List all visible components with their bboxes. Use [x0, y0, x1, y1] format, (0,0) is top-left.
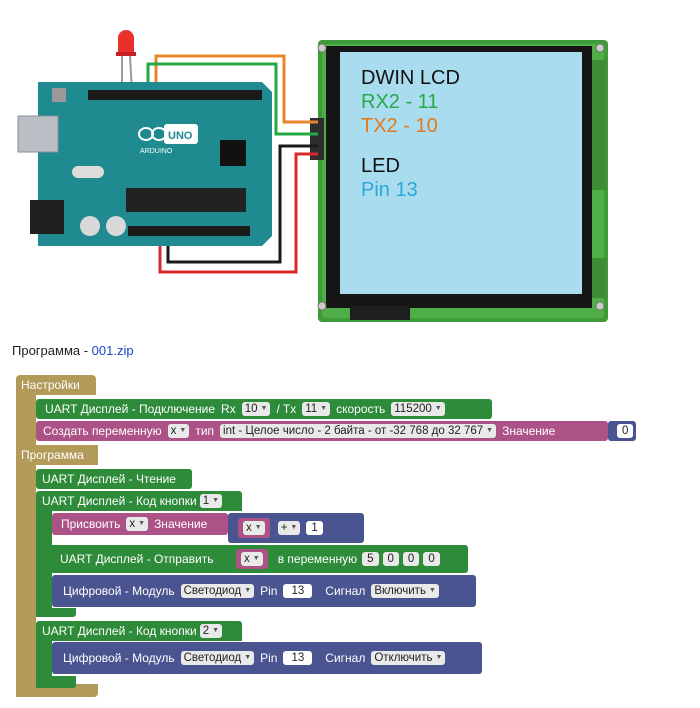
- key-code-footer-1: [36, 608, 76, 617]
- math-var-dropdown[interactable]: x▼: [243, 521, 265, 535]
- settings-block[interactable]: Настройки: [16, 375, 96, 395]
- create-variable-block[interactable]: Создать переменную x▼ тип int - Целое чи…: [36, 421, 608, 441]
- uart-connect-label: UART Дисплей - Подключение: [45, 402, 216, 416]
- send-var-block[interactable]: x▼: [236, 549, 268, 569]
- var-name-dropdown[interactable]: x▼: [167, 424, 190, 438]
- assign-var-dropdown[interactable]: x▼: [126, 517, 149, 531]
- wiring-diagram: ARDUINO UNO: [17, 30, 608, 322]
- digital-on-block[interactable]: Цифровой - Модуль Светодиод▼ Pin 13 Сигн…: [52, 575, 476, 607]
- program-file-link[interactable]: 001.zip: [91, 343, 134, 358]
- uart-send-label: UART Дисплей - Отправить: [60, 552, 214, 566]
- init-value-block[interactable]: 0: [608, 421, 636, 441]
- lcd-rx-label: RX2 - 11: [361, 91, 439, 113]
- math-op-dropdown[interactable]: +▼: [277, 521, 301, 535]
- key-code-spine-1: [36, 511, 52, 617]
- digital-off-pin-label: Pin: [260, 651, 278, 665]
- key-code-label-2: UART Дисплей - Код кнопки: [42, 624, 197, 638]
- digital-off-label: Цифровой - Модуль: [63, 651, 175, 665]
- wire-black: [166, 144, 318, 264]
- digital-on-pin-label: Pin: [260, 584, 278, 598]
- uart-send-block[interactable]: UART Дисплей - Отправить: [52, 545, 232, 573]
- math-var-block[interactable]: x▼: [238, 518, 270, 538]
- key-code-dropdown-1[interactable]: 1▼: [199, 494, 223, 508]
- rx-dropdown[interactable]: 10▼: [241, 402, 271, 416]
- type-label: тип: [195, 424, 215, 438]
- math-operand-input[interactable]: 1: [306, 521, 323, 535]
- digital-off-module-dropdown[interactable]: Светодиод▼: [180, 651, 255, 665]
- digital-on-signal-label: Сигнал: [325, 584, 366, 598]
- create-variable-label: Создать переменную: [43, 424, 162, 438]
- digital-on-module-dropdown[interactable]: Светодиод▼: [180, 584, 255, 598]
- lcd-screen: [340, 52, 582, 294]
- assign-value-label: Значение: [154, 517, 208, 531]
- lcd-title: DWIN LCD: [361, 67, 460, 89]
- assign-label: Присвоить: [61, 517, 121, 531]
- wire-red: [158, 152, 318, 274]
- uart-read-label: UART Дисплей - Чтение: [42, 472, 176, 486]
- key-code-dropdown-2[interactable]: 2▼: [199, 624, 223, 638]
- digital-off-pin-input[interactable]: 13: [283, 651, 313, 665]
- program-block[interactable]: Программа: [16, 445, 98, 465]
- lcd-led-label: LED: [361, 155, 400, 177]
- assign-block[interactable]: Присвоить x▼ Значение: [52, 513, 228, 535]
- key-code-block-1[interactable]: UART Дисплей - Код кнопки 1▼: [36, 491, 242, 511]
- uart-read-block[interactable]: UART Дисплей - Чтение: [36, 469, 192, 489]
- lcd-tx-label: TX2 - 10: [361, 115, 438, 137]
- lcd-pin-label: Pin 13: [361, 179, 418, 201]
- settings-label: Настройки: [21, 378, 80, 392]
- rx-label: Rx: [221, 402, 236, 416]
- tx-dropdown[interactable]: 11▼: [302, 402, 331, 416]
- digital-on-signal-dropdown[interactable]: Включить▼: [371, 584, 439, 598]
- send-var-dropdown[interactable]: x▼: [241, 552, 263, 566]
- board-model: UNO: [168, 130, 193, 142]
- key-code-block-2[interactable]: UART Дисплей - Код кнопки 2▼: [36, 621, 242, 641]
- arduino-logo-text: ARDUINO: [140, 148, 173, 155]
- addr-byte-1[interactable]: 5: [362, 552, 379, 566]
- program-label: Программа: [21, 448, 84, 462]
- uart-send-args: x▼ в переменную 5 0 0 0: [232, 545, 468, 573]
- key-code-label-1: UART Дисплей - Код кнопки: [42, 494, 197, 508]
- arduino-board: ARDUINO UNO: [17, 82, 272, 246]
- speed-dropdown[interactable]: 115200▼: [391, 402, 445, 416]
- math-block[interactable]: x▼ +▼ 1: [228, 513, 364, 543]
- speed-label: скорость: [336, 402, 386, 416]
- key-code-footer-2: [36, 676, 76, 688]
- to-var-label: в переменную: [277, 552, 358, 566]
- wires: [146, 54, 318, 274]
- digital-off-signal-dropdown[interactable]: Отключить▼: [371, 651, 446, 665]
- uart-connect-block[interactable]: UART Дисплей - Подключение Rx 10▼ / Tx 1…: [36, 399, 492, 419]
- tx-label: / Tx: [276, 402, 297, 416]
- program-prefix: Программа -: [12, 343, 92, 358]
- program-line: Программа - 001.zip: [12, 343, 134, 358]
- wire-orange: [154, 54, 318, 124]
- init-value-input[interactable]: 0: [617, 424, 634, 438]
- digital-off-block[interactable]: Цифровой - Модуль Светодиод▼ Pin 13 Сигн…: [52, 642, 482, 674]
- wire-green: [146, 62, 318, 136]
- type-dropdown[interactable]: int - Целое число - 2 байта - от -32 768…: [220, 424, 497, 438]
- addr-byte-2[interactable]: 0: [382, 552, 399, 566]
- lcd-module: [310, 40, 608, 322]
- addr-byte-3[interactable]: 0: [402, 552, 420, 566]
- addr-byte-4[interactable]: 0: [423, 552, 440, 566]
- digital-on-pin-input[interactable]: 13: [283, 584, 313, 598]
- digital-on-label: Цифровой - Модуль: [63, 584, 175, 598]
- value-label: Значение: [502, 424, 556, 438]
- settings-spine: [16, 395, 36, 697]
- digital-off-signal-label: Сигнал: [325, 651, 366, 665]
